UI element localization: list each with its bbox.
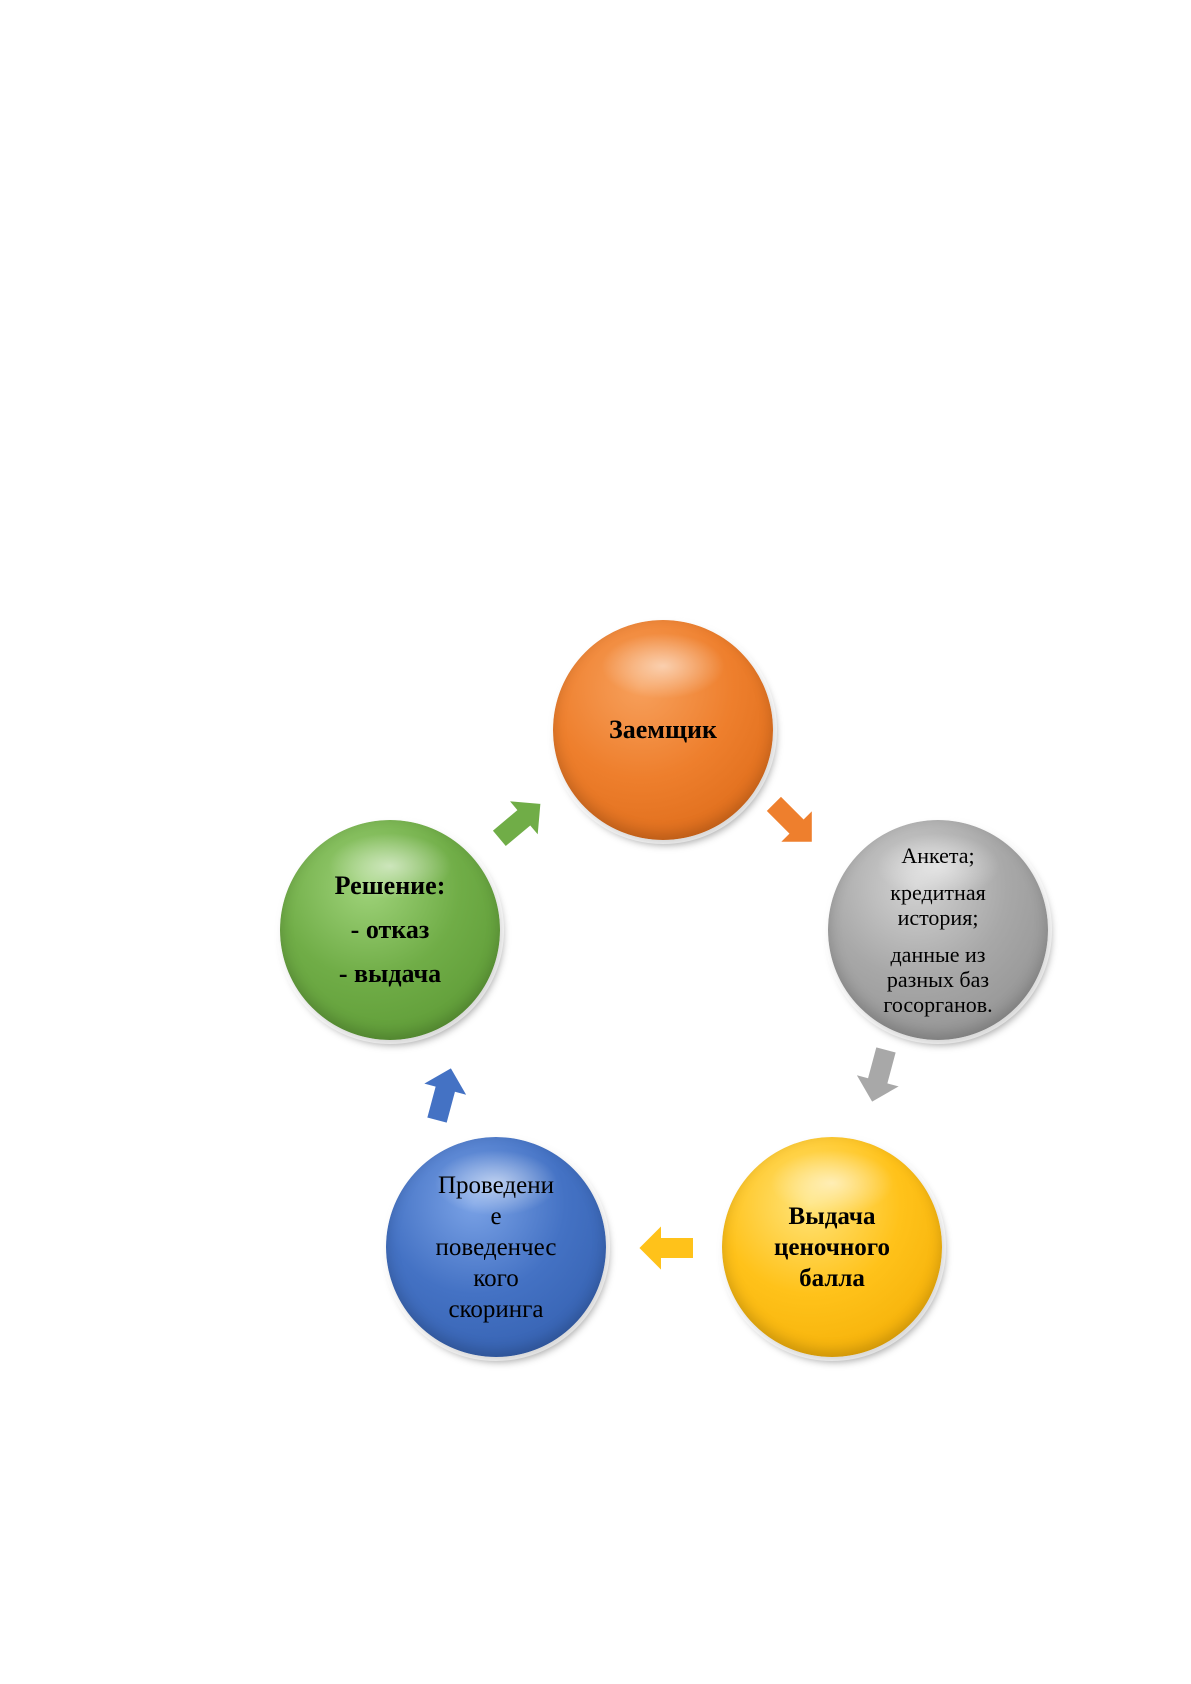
decision-title: Решение: [335, 870, 446, 902]
arrow-blue-shape [414, 1061, 475, 1128]
behavioral-line-3: поведенчес [436, 1232, 557, 1263]
arrow-yellow-shape [638, 1224, 694, 1272]
arrow-borrower-to-data [758, 788, 828, 858]
arrow-data-to-score [843, 1040, 915, 1112]
data-sources-line-5: разных баз [883, 967, 992, 992]
arrow-orange-shape [758, 788, 828, 858]
score-line-1: Выдача [774, 1201, 890, 1232]
data-sources-line-4: данные из [883, 942, 992, 967]
data-sources-line-2: кредитная [883, 880, 992, 905]
borrower-node: Заемщик [553, 620, 773, 840]
arrow-behavioral-to-decision [408, 1058, 480, 1130]
behavioral-line-4: кого [436, 1263, 557, 1294]
score-node: Выдача ценочного балла [722, 1137, 942, 1357]
borrower-label: Заемщик [609, 714, 717, 746]
data-sources-line-3: история; [883, 905, 992, 930]
score-line-3: балла [774, 1263, 890, 1294]
arrow-score-to-behavioral [630, 1212, 702, 1284]
arrow-green-shape [484, 785, 556, 857]
decision-option-issue: - выдача [335, 958, 446, 990]
behavioral-line-1: Проведени [436, 1170, 557, 1201]
behavioral-line-5: скоринга [436, 1294, 557, 1325]
score-line-2: ценочного [774, 1232, 890, 1263]
decision-node: Решение: - отказ - выдача [280, 820, 500, 1040]
data-sources-line-6: госорганов. [883, 992, 992, 1017]
behavioral-line-2: е [436, 1201, 557, 1232]
data-sources-node: Анкета; кредитная история; данные из раз… [828, 820, 1048, 1040]
arrow-gray-shape [849, 1043, 910, 1110]
data-sources-line-1: Анкета; [883, 843, 992, 868]
behavioral-scoring-node: Проведени е поведенчес кого скоринга [386, 1137, 606, 1357]
decision-option-refusal: - отказ [335, 914, 446, 946]
arrow-decision-to-borrower [484, 785, 556, 857]
